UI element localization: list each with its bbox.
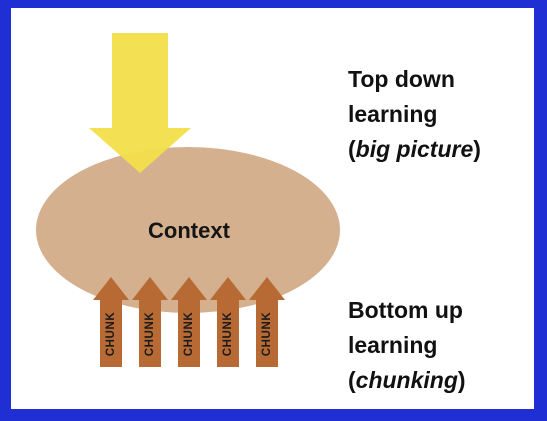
top-down-caption: Top down learning (big picture) <box>348 62 481 167</box>
chunk-arrow-1 <box>93 277 129 367</box>
top-down-line-2: learning <box>348 101 438 127</box>
bottom-up-line-3: (chunking) <box>348 363 466 398</box>
top-down-arrow <box>89 33 191 173</box>
bottom-up-paren-close: ) <box>457 367 466 393</box>
top-down-paren-close: ) <box>473 136 481 162</box>
chunk-label-1: CHUNK <box>105 311 117 357</box>
chunk-arrow-2 <box>132 277 168 367</box>
learning-diagram <box>36 33 340 367</box>
chunk-label-4: CHUNK <box>222 311 234 357</box>
chunk-arrow-3 <box>171 277 207 367</box>
top-down-paren-open: ( <box>348 136 356 162</box>
chunking-text: chunking <box>355 367 458 393</box>
bottom-up-line-2: learning <box>348 332 438 358</box>
bottom-up-caption: Bottom up learning (chunking) <box>348 293 466 398</box>
diagram-frame: Context CHUNK CHUNK CHUNK CHUNK CHUNK To… <box>11 8 534 409</box>
chunk-arrow-5 <box>249 277 285 367</box>
bottom-up-paren-open: ( <box>348 367 356 393</box>
chunk-label-2: CHUNK <box>144 311 156 357</box>
chunk-label-3: CHUNK <box>183 311 195 357</box>
context-ellipse <box>36 147 340 313</box>
big-picture-text: big picture <box>355 136 474 162</box>
chunk-arrow-4 <box>210 277 246 367</box>
chunk-label-5: CHUNK <box>261 311 273 357</box>
context-label: Context <box>148 218 230 243</box>
bottom-up-line-1: Bottom up <box>348 297 463 323</box>
top-down-line-1: Top down <box>348 66 455 92</box>
top-down-line-3: (big picture) <box>348 132 481 167</box>
